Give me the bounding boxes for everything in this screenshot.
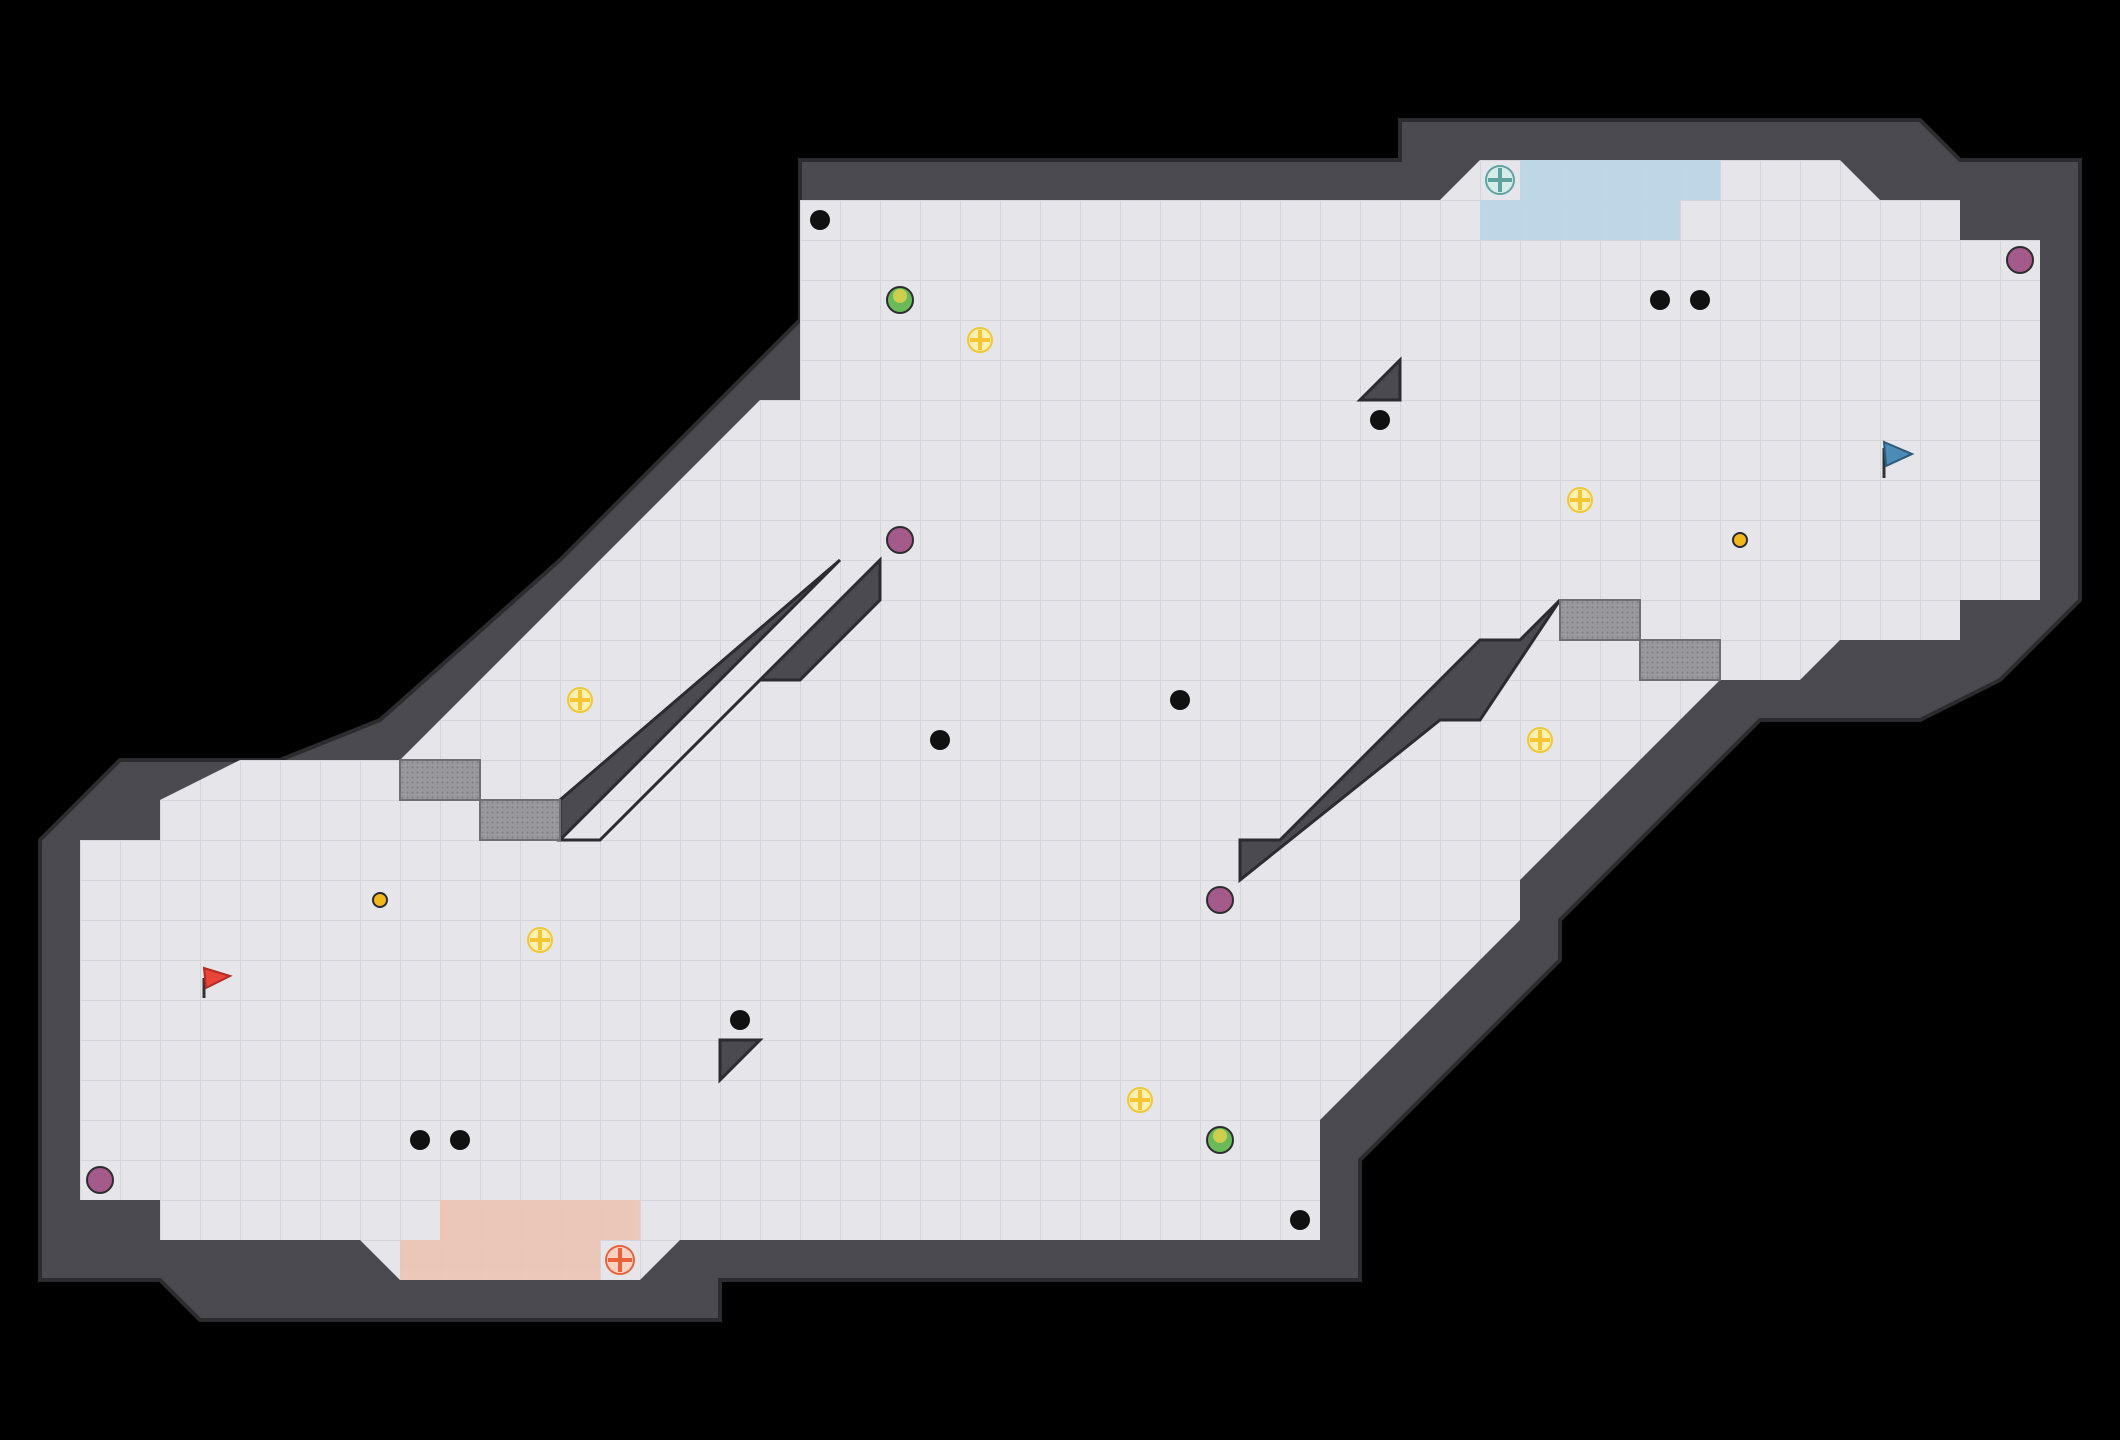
bomb-icon [886,526,914,554]
spike-icon [410,1130,430,1150]
spike-icon [450,1130,470,1150]
button-icon [372,892,388,908]
red-zone [400,1200,640,1280]
bomb-icon [86,1166,114,1194]
spike-icon [810,210,830,230]
wall-triangle-top [1356,356,1402,402]
spike-icon [730,1010,750,1030]
spike-icon [1370,410,1390,430]
bomb-icon [1206,886,1234,914]
spike-icon [1290,1210,1310,1230]
red-flag-icon [202,966,233,998]
boost-icon [1527,727,1553,753]
spike-icon [930,730,950,750]
bombs [86,246,2034,1194]
blue-zone [1480,160,1720,240]
button-icon [1732,532,1748,548]
boost-icon [967,327,993,353]
red-boost-icon [605,1245,635,1275]
floor [80,160,2040,1280]
spike-icon [1650,290,1670,310]
bomb-icon [2006,246,2034,274]
boost-icon [1567,487,1593,513]
boost-icon [567,687,593,713]
blue-flag-icon [1882,440,1915,478]
spikes [410,210,1710,1230]
neutral-boosts [527,327,1593,1113]
spike-icon [1170,690,1190,710]
power-up-icon [1206,1126,1234,1154]
spike-icon [1690,290,1710,310]
boost-icon [527,927,553,953]
gray-blocks [399,599,1721,841]
power-up-icon [886,286,914,314]
blue-boost-icon [1485,165,1515,195]
wall-triangle-bottom [718,1038,764,1084]
boost-icon [1127,1087,1153,1113]
inner-wall-left [556,556,882,842]
